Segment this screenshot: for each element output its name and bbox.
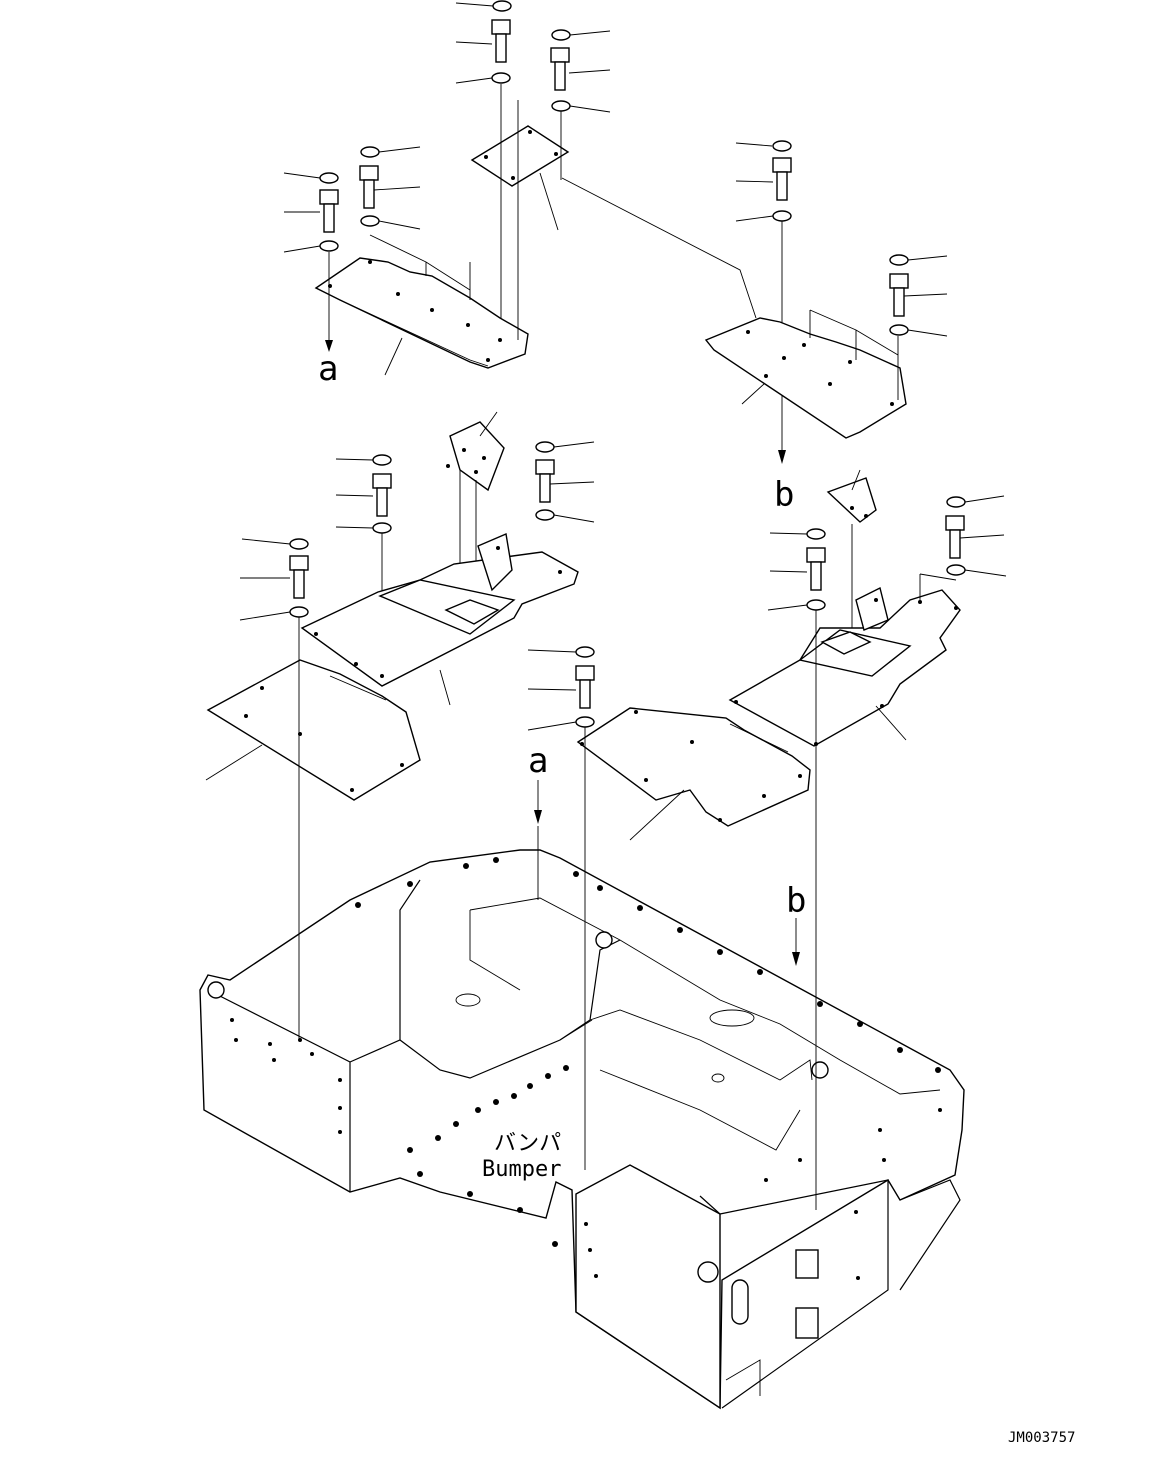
fastener-stack-mid-center	[535, 441, 595, 523]
fastener-stack-top-center-right	[550, 29, 611, 113]
fastener-stack-mid-right-a	[767, 528, 826, 611]
drawing-number: JM003757	[1008, 1430, 1075, 1446]
small-bracket-mid-right	[826, 469, 877, 640]
small-cover-plate-top	[470, 84, 570, 340]
leader-small-plate-to-right-plate	[561, 177, 757, 319]
callout-letter-b-bottom: b	[786, 881, 806, 921]
floor-plate-top-left	[314, 100, 529, 376]
fastener-stack-mid-right-b	[945, 495, 1007, 577]
callout-arrow-b-bottom	[792, 918, 800, 966]
fastener-stack-top-right-b	[889, 254, 948, 337]
floor-plate-mid-right	[576, 707, 811, 841]
fastener-stack-top-center-left	[455, 0, 512, 84]
fastener-stack-mid-left-a	[239, 538, 309, 621]
revolving-frame	[199, 849, 965, 1410]
callout-arrow-a-bottom	[534, 780, 542, 824]
step-cover-mid-right	[728, 573, 961, 747]
callout-letter-a-top: a	[318, 349, 338, 389]
bumper-label-english: Bumper	[482, 1157, 561, 1182]
bumper-label-japanese: バンパ	[494, 1131, 561, 1156]
floor-plate-mid-left	[205, 659, 421, 801]
step-cover-mid-left	[300, 533, 579, 706]
fastener-stack-top-right-a	[735, 140, 792, 464]
fastener-stack-top-left-b	[359, 146, 421, 230]
assembly-guide-lines	[298, 610, 817, 1210]
floor-plate-top-right	[704, 309, 907, 439]
callout-letter-b-top: b	[774, 475, 794, 515]
small-bracket-mid-left	[446, 411, 505, 570]
fastener-stack-top-left-a	[283, 172, 339, 253]
fastener-stack-mid-bottom	[527, 646, 595, 731]
callout-letter-a-bottom: a	[528, 741, 548, 781]
fastener-stack-mid-left-b	[335, 454, 392, 680]
